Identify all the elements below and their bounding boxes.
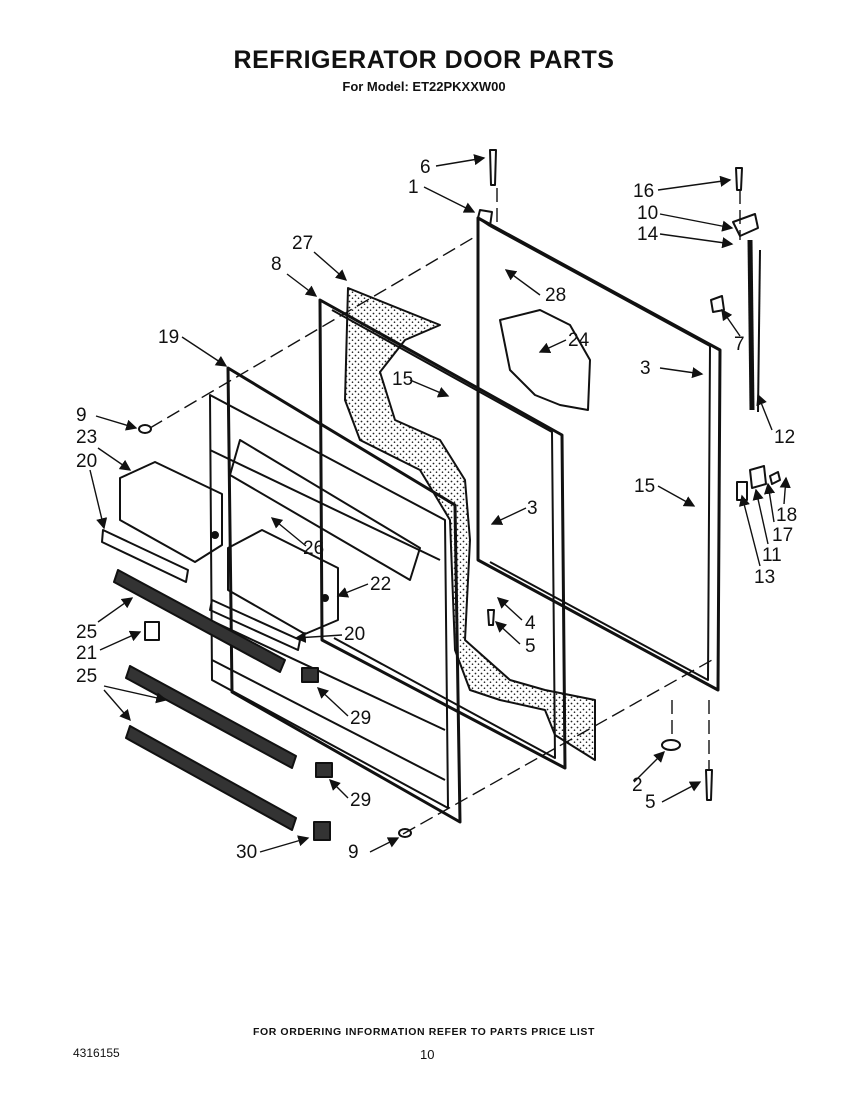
callout-label: 16 bbox=[633, 181, 654, 202]
trim-strip bbox=[125, 725, 297, 831]
bracket bbox=[144, 621, 160, 641]
screw bbox=[489, 149, 497, 186]
callout-label: 9 bbox=[76, 405, 87, 426]
callout-label: 29 bbox=[350, 708, 371, 729]
callout-label: 1 bbox=[408, 177, 419, 198]
callout-label: 8 bbox=[271, 254, 282, 275]
washer bbox=[661, 739, 681, 751]
callout-label: 15 bbox=[392, 369, 413, 390]
leader-arrows bbox=[89, 154, 791, 853]
trim-strip bbox=[125, 665, 297, 769]
screw bbox=[705, 769, 713, 801]
assembly-lines bbox=[149, 188, 741, 835]
callout-label: 5 bbox=[645, 792, 656, 813]
callout-label: 23 bbox=[76, 427, 97, 448]
screw-head bbox=[398, 828, 412, 838]
callouts: 6 1 16 10 14 27 8 28 24 7 19 3 15 12 9 2… bbox=[76, 157, 797, 863]
callout-label: 7 bbox=[734, 334, 745, 355]
callout-label: 5 bbox=[525, 636, 536, 657]
callout-label: 20 bbox=[344, 624, 365, 645]
callout-label: 29 bbox=[350, 790, 371, 811]
door-gasket bbox=[318, 298, 567, 770]
ordering-note: FOR ORDERING INFORMATION REFER TO PARTS … bbox=[252, 1026, 596, 1038]
callout-label: 25 bbox=[76, 666, 97, 687]
callout-label: 17 bbox=[772, 525, 793, 546]
callout-label: 27 bbox=[292, 233, 313, 254]
end-cap bbox=[301, 667, 319, 683]
top-hinge bbox=[710, 213, 761, 413]
callout-label: 22 bbox=[370, 574, 391, 595]
screw-head bbox=[138, 424, 152, 434]
shelf-retainer bbox=[101, 529, 189, 583]
foam-insulation bbox=[344, 287, 596, 761]
callout-label: 24 bbox=[568, 330, 590, 351]
shelf-retainer bbox=[209, 599, 301, 651]
model-subtitle: For Model: ET22PKXXW00 bbox=[342, 79, 506, 94]
screw bbox=[487, 609, 495, 626]
callout-label: 19 bbox=[158, 327, 179, 348]
screw bbox=[735, 167, 743, 191]
callout-label: 25 bbox=[76, 622, 97, 643]
callout-label: 20 bbox=[76, 451, 97, 472]
callout-label: 15 bbox=[634, 476, 655, 497]
outer-door-panel bbox=[476, 209, 722, 692]
callout-label: 26 bbox=[303, 538, 324, 559]
callout-label: 12 bbox=[774, 427, 795, 448]
callout-label: 18 bbox=[776, 505, 797, 526]
callout-label: 3 bbox=[640, 358, 651, 379]
callout-label: 3 bbox=[527, 498, 538, 519]
end-cap bbox=[313, 821, 331, 841]
callout-label: 6 bbox=[420, 157, 431, 178]
liner-cutaway bbox=[499, 309, 591, 411]
callout-label: 30 bbox=[236, 842, 257, 863]
bottom-hinge bbox=[736, 465, 781, 501]
callout-label: 28 bbox=[545, 285, 566, 306]
callout-label: 2 bbox=[632, 775, 643, 796]
callout-label: 10 bbox=[637, 203, 658, 224]
callout-label: 21 bbox=[76, 643, 97, 664]
callout-label: 9 bbox=[348, 842, 359, 863]
callout-label: 11 bbox=[762, 545, 782, 566]
document-number: 4316155 bbox=[73, 1046, 120, 1060]
page-number: 10 bbox=[420, 1047, 435, 1062]
end-cap bbox=[315, 762, 333, 778]
door-shelves bbox=[119, 461, 339, 635]
callout-label: 14 bbox=[637, 224, 659, 245]
diagram-title: REFRIGERATOR DOOR PARTS bbox=[233, 46, 615, 74]
callout-label: 4 bbox=[525, 613, 536, 634]
callout-label: 13 bbox=[754, 567, 775, 588]
trim-strip bbox=[113, 569, 286, 673]
